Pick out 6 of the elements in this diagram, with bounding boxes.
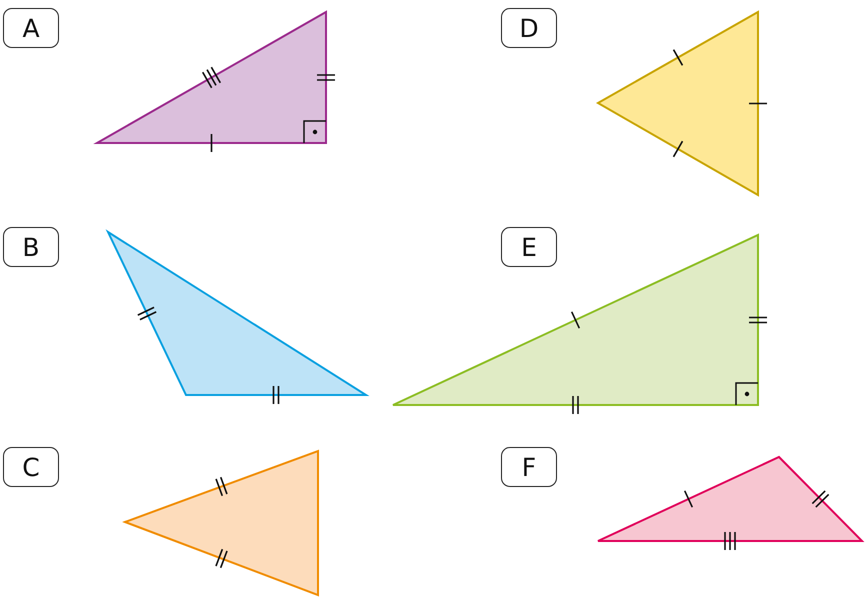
label-box: D: [501, 8, 557, 48]
label-box: B: [3, 227, 59, 267]
label-box: C: [3, 447, 59, 487]
label-box: A: [3, 8, 59, 48]
label-box: E: [501, 227, 557, 267]
label-box: F: [501, 447, 557, 487]
